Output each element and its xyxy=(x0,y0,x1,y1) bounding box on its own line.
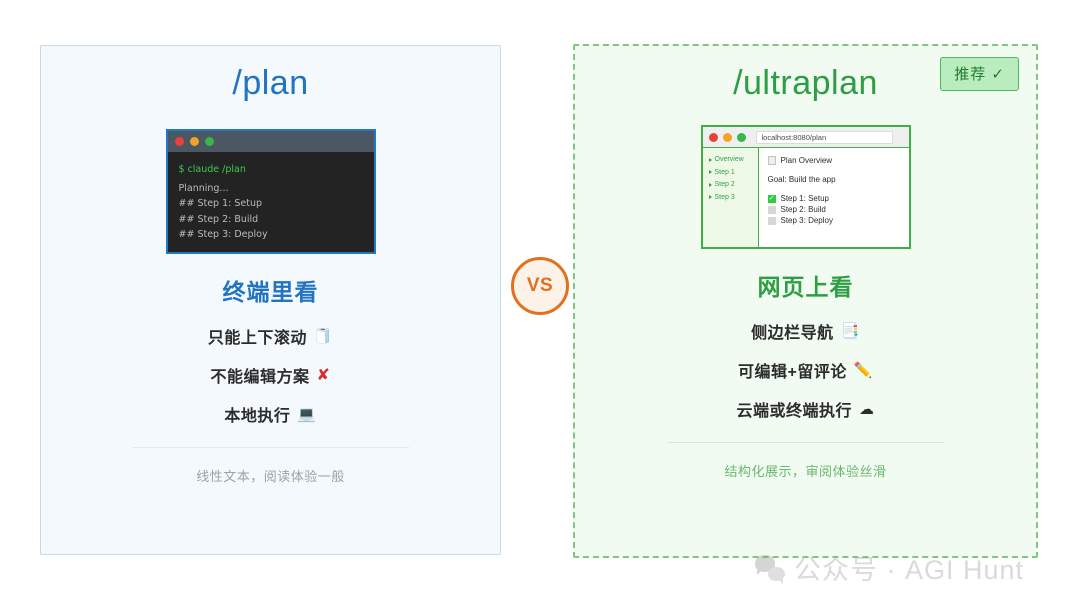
minimize-dot-icon[interactable] xyxy=(189,137,199,147)
sidebar-item-label: Step 2 xyxy=(714,181,735,189)
plan-divider xyxy=(132,447,409,449)
checklist-label: Step 3: Deploy xyxy=(780,216,833,226)
checklist-label: Step 1: Setup xyxy=(780,194,829,204)
watermark: 公众号 · AGI Hunt xyxy=(755,548,1024,587)
cross-mark-icon: ✘ xyxy=(316,367,331,385)
maximize-dot-icon[interactable] xyxy=(736,132,746,142)
sidebar-item-label: Step 1 xyxy=(714,168,735,176)
triangle-bullet-icon xyxy=(708,170,712,175)
feature-item: 云端或终端执行 ☁ xyxy=(736,397,874,421)
document-goal-text: Goal: Build the app xyxy=(767,175,836,185)
feature-label: 云端或终端执行 xyxy=(736,403,852,421)
checkbox-unchecked-icon[interactable] xyxy=(767,205,776,214)
browser-sidebar-nav: Overview Step 1 Step 2 Step 3 xyxy=(702,148,759,248)
pencil-icon: ✏️ xyxy=(853,362,874,380)
terminal-output-line: ## Step 2: Build xyxy=(178,213,259,225)
document-icon xyxy=(767,156,776,166)
sidebar-item-overview[interactable]: Overview xyxy=(708,156,758,164)
ultraplan-feature-list: 侧边栏导航 📑 可编辑+留评论 ✏️ 云端或终端执行 ☁ xyxy=(575,319,1036,421)
triangle-bullet-icon xyxy=(708,195,712,200)
scroll-icon: 🧻 xyxy=(313,328,334,346)
terminal-prompt-line: $ claude /plan xyxy=(178,164,246,176)
terminal-mockup: $ claude /plan Planning... ## Step 1: Se… xyxy=(165,129,376,255)
watermark-text: 公众号 · AGI Hunt xyxy=(794,555,1025,585)
plan-caption: 线性文本，阅读体验一般 xyxy=(196,469,345,485)
ultraplan-caption: 结构化展示，审阅体验丝滑 xyxy=(724,464,887,480)
terminal-titlebar xyxy=(167,131,374,153)
checkbox-unchecked-icon[interactable] xyxy=(767,216,776,225)
checklist-label: Step 2: Build xyxy=(780,205,826,215)
sidebar-item-label: Overview xyxy=(714,156,744,164)
document-title: Plan Overview xyxy=(780,156,833,166)
triangle-bullet-icon xyxy=(708,182,712,187)
browser-viewport: Overview Step 1 Step 2 Step 3 xyxy=(702,148,909,248)
ultraplan-title: /ultraplan xyxy=(733,64,878,102)
feature-item: 只能上下滚动 🧻 xyxy=(208,324,333,348)
recommended-badge: 推荐 ✓ xyxy=(940,57,1019,91)
terminal-output-line: Planning... xyxy=(178,182,229,194)
sidebar-item-step-1[interactable]: Step 1 xyxy=(708,168,758,176)
terminal-output-line: ## Step 3: Deploy xyxy=(178,228,268,240)
wechat-bubble-small xyxy=(768,566,785,584)
terminal-output: $ claude /plan Planning... ## Step 1: Se… xyxy=(167,152,374,253)
feature-label: 本地执行 xyxy=(224,408,291,426)
checklist-row[interactable]: Step 3: Deploy xyxy=(767,216,909,226)
feature-item: 侧边栏导航 📑 xyxy=(751,319,860,343)
plan-subtitle: 终端里看 xyxy=(222,279,319,306)
plan-title: /plan xyxy=(232,64,309,102)
sidebar-item-step-3[interactable]: Step 3 xyxy=(708,193,758,201)
versus-badge: VS xyxy=(511,257,569,315)
maximize-dot-icon[interactable] xyxy=(204,137,214,147)
cloud-icon: ☁ xyxy=(859,401,875,419)
browser-mockup: localhost:8080/plan Overview Step 1 St xyxy=(700,125,911,250)
plan-feature-list: 只能上下滚动 🧻 不能编辑方案 ✘ 本地执行 💻 xyxy=(41,324,500,426)
sidebar-doc-icon: 📑 xyxy=(840,323,860,341)
close-dot-icon[interactable] xyxy=(708,132,718,142)
feature-label: 可编辑+留评论 xyxy=(737,364,847,382)
ultraplan-divider xyxy=(667,442,944,444)
url-text: localhost:8080/plan xyxy=(761,132,827,142)
url-bar[interactable]: localhost:8080/plan xyxy=(755,130,893,144)
feature-item: 可编辑+留评论 ✏️ xyxy=(738,358,873,382)
feature-label: 不能编辑方案 xyxy=(210,369,310,387)
checkbox-checked-icon[interactable]: ✓ xyxy=(767,194,776,203)
ultraplan-subtitle: 网页上看 xyxy=(757,274,854,301)
browser-content-area: Plan Overview Goal: Build the app ✓ Step… xyxy=(758,148,909,248)
wechat-bubble-large xyxy=(755,554,775,575)
sidebar-item-step-2[interactable]: Step 2 xyxy=(708,181,758,189)
checklist-row[interactable]: ✓ Step 1: Setup xyxy=(767,194,909,204)
feature-label: 侧边栏导航 xyxy=(751,325,834,343)
browser-titlebar: localhost:8080/plan xyxy=(702,127,909,149)
feature-label: 只能上下滚动 xyxy=(207,330,307,348)
wechat-icon xyxy=(755,554,785,584)
document-heading: Plan Overview xyxy=(767,156,909,166)
feature-item: 本地执行 💻 xyxy=(224,402,316,426)
sidebar-item-label: Step 3 xyxy=(714,193,735,201)
feature-item: 不能编辑方案 ✘ xyxy=(211,363,331,387)
terminal-output-line: ## Step 1: Setup xyxy=(178,198,263,210)
minimize-dot-icon[interactable] xyxy=(722,132,732,142)
step-checklist: ✓ Step 1: Setup Step 2: Build Step 3: De… xyxy=(767,194,909,226)
laptop-icon: 💻 xyxy=(297,406,317,424)
close-dot-icon[interactable] xyxy=(174,137,184,147)
checklist-row[interactable]: Step 2: Build xyxy=(767,205,909,215)
ultraplan-panel: 推荐 ✓ /ultraplan localhost:8080/plan Over… xyxy=(573,44,1038,558)
plan-panel: /plan $ claude /plan Planning... ## Step… xyxy=(40,45,501,555)
triangle-bullet-icon xyxy=(708,157,712,162)
